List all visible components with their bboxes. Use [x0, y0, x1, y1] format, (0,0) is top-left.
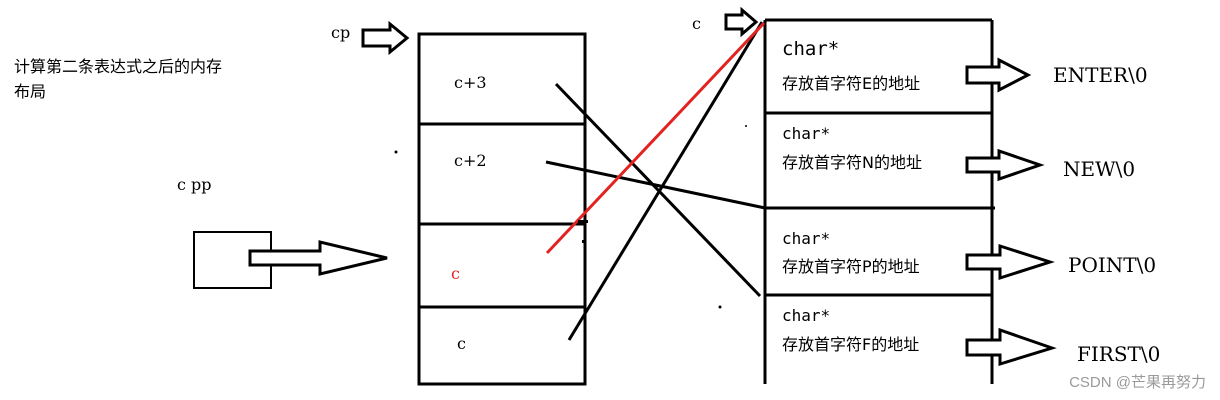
cpp-pointer-arrow: [248, 240, 388, 276]
watermark: CSDN @芒果再努力: [1069, 374, 1206, 391]
cp-pointer-arrow: [361, 20, 410, 56]
hollow-arrows: [248, 6, 1057, 367]
c-cell-2-desc: 存放首字符P的地址: [782, 257, 920, 276]
cp-label: cp: [331, 23, 351, 42]
cp-cell-1: c+2: [454, 151, 487, 170]
cp-cell-2: c: [451, 264, 460, 283]
first-arrow: [965, 327, 1057, 367]
c-pointer-arrow: [724, 6, 759, 38]
c-label: c: [692, 14, 701, 33]
string-first: FIRST\0: [1077, 342, 1161, 366]
cp-cell-0: c+3: [454, 73, 487, 92]
cp-array: [417, 32, 587, 386]
pointer-lines: [545, 21, 766, 341]
pointer-line-c2: [545, 160, 766, 210]
c-cell-0-type: char*: [782, 38, 840, 60]
c-cell-2-type: char*: [782, 229, 831, 248]
c-cell-3-type: char*: [782, 306, 831, 325]
caption-line-2: 布局: [14, 82, 47, 101]
cp-cell-3: c: [457, 334, 466, 353]
string-point: POINT\0: [1068, 253, 1157, 277]
highlight-pointer-line: [545, 21, 766, 255]
cpp-label: c pp: [177, 175, 212, 194]
string-enter: ENTER\0: [1053, 63, 1148, 87]
c-cell-0-desc: 存放首字符E的地址: [782, 74, 921, 93]
new-arrow: [965, 148, 1045, 182]
point-arrow: [965, 243, 1055, 281]
string-new: NEW\0: [1063, 157, 1136, 181]
c-cell-1-type: char*: [782, 124, 831, 143]
pointer-line-c: [567, 21, 764, 341]
caption-line-1: 计算第二条表达式之后的内存: [14, 57, 223, 76]
pointer-line-c3: [554, 82, 762, 298]
enter-arrow: [965, 57, 1032, 93]
stray-marks: [394, 125, 747, 309]
c-cell-1-desc: 存放首字符N的地址: [782, 153, 922, 172]
c-cell-3-desc: 存放首字符F的地址: [782, 335, 920, 354]
